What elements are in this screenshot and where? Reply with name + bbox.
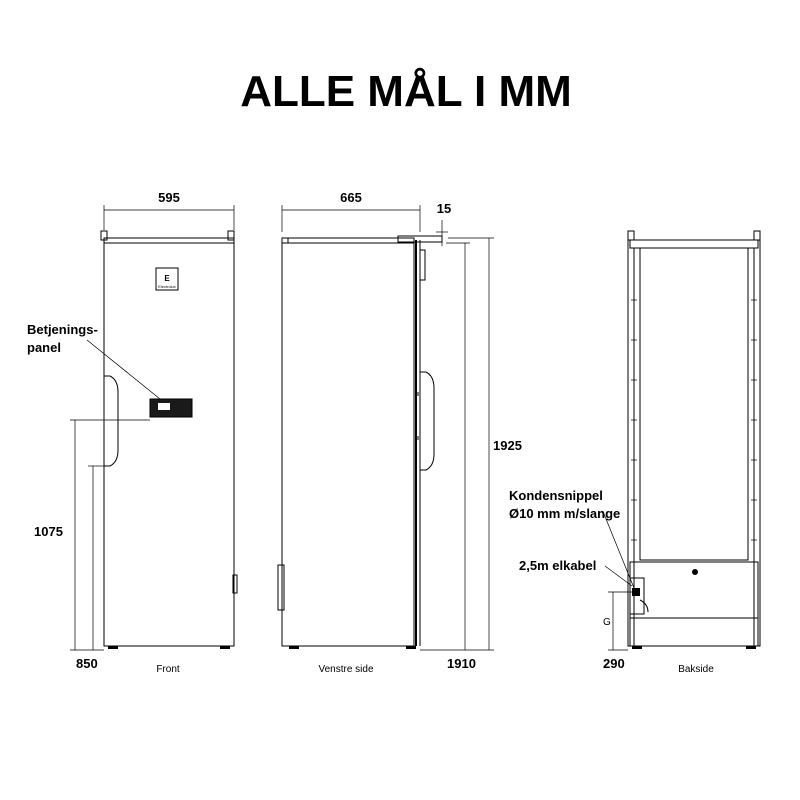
rail-ticks [631,299,757,541]
front-width-label: 595 [158,190,180,205]
front-view: E Electrolux 595 Betjenings- panel 1075 … [27,190,238,675]
control-panel-label-line2: panel [27,340,61,355]
side-door-handle [420,371,435,471]
total-height-label: 1925 [493,438,522,453]
page-title: ALLE MÅL I MM [240,67,572,116]
side-caption: Venstre side [318,664,373,675]
condensate-nipple [629,577,645,615]
control-panel [149,398,193,418]
svg-text:Electrolux: Electrolux [158,284,176,289]
body-height-label: 1910 [447,656,476,671]
front-caption: Front [156,664,180,675]
g-label: G [603,617,611,628]
front-panel-height-label: 1075 [34,524,63,539]
side-cabinet-outline [281,237,415,647]
side-view: 665 15 1925 1910 Venstre side [277,190,522,675]
back-caption: Bakside [678,664,714,675]
brand-logo: E Electrolux [155,267,179,291]
back-cabinet-outline [627,239,761,647]
g-height-label: 290 [603,656,625,671]
svg-text:E: E [164,274,170,283]
back-view: Kondensnippel Ø10 mm m/slange 2,5m elkab… [509,230,761,675]
condensate-nipple-label-line1: Kondensnippel [509,488,603,503]
condensate-nipple-label-line2: Ø10 mm m/slange [509,506,620,521]
side-depth-label: 665 [340,190,362,205]
door-gap-label: 15 [437,201,451,216]
control-panel-label-line1: Betjenings- [27,322,98,337]
front-handle-height-label: 850 [76,656,98,671]
power-cable-label: 2,5m elkabel [519,558,596,573]
front-door-handle [104,375,119,467]
front-cabinet-outline [103,237,235,647]
